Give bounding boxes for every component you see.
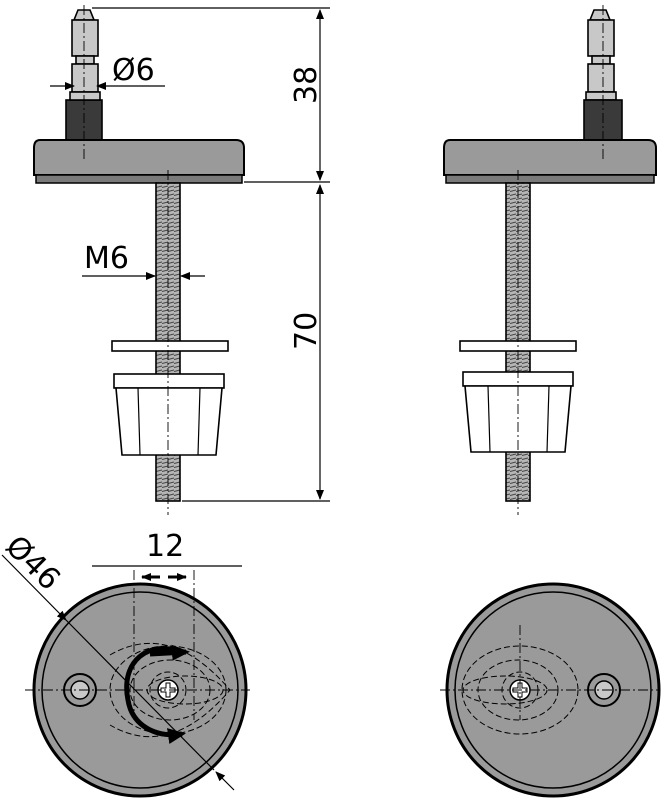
dim-thread: M6 [82,241,205,280]
left-top-view: 12 Ø46 [0,529,250,798]
plate-base-right [445,174,655,184]
dim-bolt-length: 70 [182,184,330,502]
bolt-length-label: 70 [289,312,324,350]
right-side-view [443,5,657,515]
thread-label: M6 [84,241,129,276]
right-top-view [440,582,661,798]
dim-pin-height: 38 [92,7,330,183]
plate-base-left [35,174,243,184]
base-diameter-label: Ø46 [0,529,67,597]
left-side-view: Ø6 38 M6 70 [33,5,330,515]
dim-slot-travel: 12 [92,529,242,581]
pin-left [65,9,103,143]
washer-left [111,340,229,352]
pin-diameter-label: Ø6 [112,53,155,88]
dim-pin-diameter: Ø6 [50,53,165,90]
pin-height-label: 38 [289,66,324,104]
rotation-arrow [124,646,186,744]
hinge-plate-right [443,139,657,176]
cone-nut-left [113,373,225,456]
hinge-plate-left [33,139,245,176]
slot-travel-label: 12 [146,529,184,564]
